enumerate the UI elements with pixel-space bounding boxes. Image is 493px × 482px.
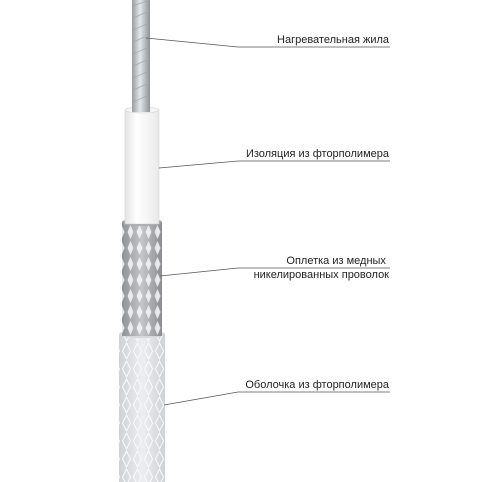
heating-core bbox=[132, 0, 150, 112]
leader-line-insulation bbox=[158, 160, 390, 169]
label-braid: Оплетка из медных никелированных проволо… bbox=[254, 255, 390, 281]
leader-line-braid bbox=[159, 267, 390, 277]
copper-braid bbox=[122, 218, 162, 336]
insulation-layer bbox=[124, 106, 160, 225]
label-outer-jacket: Оболочка из фторполимера bbox=[245, 379, 390, 391]
labels: Нагревательная жила Изоляция из фторполи… bbox=[245, 34, 390, 391]
leader-line-jacket bbox=[163, 391, 390, 406]
leader-line-core bbox=[145, 37, 390, 48]
outer-jacket bbox=[119, 330, 165, 482]
label-insulation: Изоляция из фторполимера bbox=[246, 148, 390, 160]
label-heating-core: Нагревательная жила bbox=[277, 34, 390, 46]
leader-lines bbox=[145, 37, 390, 406]
